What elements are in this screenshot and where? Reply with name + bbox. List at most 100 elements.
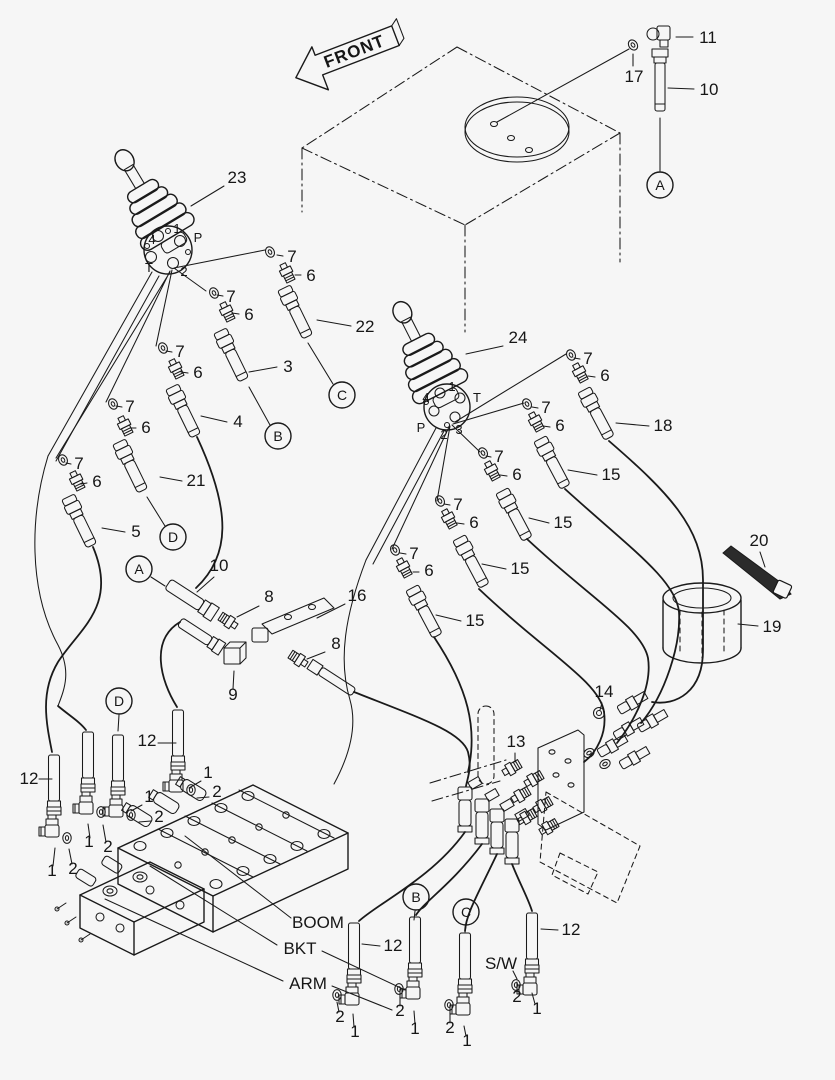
hose-10-body	[654, 62, 666, 112]
port-label: 1	[173, 221, 180, 236]
part-number: 2	[68, 859, 77, 878]
spool-body	[101, 855, 123, 874]
hose-curve	[478, 588, 606, 763]
lid-to-oring-leader	[496, 48, 630, 123]
arrow-outline	[295, 25, 400, 91]
part-number: 2	[395, 1001, 404, 1020]
view-letter-circle	[159, 523, 187, 551]
elbow-drop	[489, 798, 515, 855]
drop-band	[504, 857, 520, 865]
part-number: 12	[384, 936, 403, 955]
hose-curve	[433, 636, 473, 773]
callout-leader	[180, 371, 189, 374]
view-letter-leader	[146, 496, 166, 527]
section-leader	[184, 835, 292, 919]
plate-hole	[564, 758, 572, 764]
callout-leader	[485, 455, 492, 458]
callout-leader	[138, 820, 152, 823]
callout-leader	[216, 294, 224, 297]
port	[160, 827, 174, 839]
bracket-hole	[307, 603, 317, 611]
view-letter-circle	[105, 687, 133, 715]
part-number: 7	[125, 397, 134, 416]
callout-leader	[352, 1013, 355, 1028]
valve-spool	[121, 802, 153, 828]
callout-leader	[599, 702, 603, 711]
part-number: 10	[210, 556, 229, 575]
part-number: 7	[74, 454, 83, 473]
callout-leader	[316, 319, 352, 327]
view-letter-circle	[328, 381, 356, 409]
tee-iso-edges	[223, 641, 247, 665]
bracket-16	[251, 597, 335, 643]
drop-band	[474, 837, 490, 845]
hose-coupler	[210, 638, 227, 656]
valve-spool	[148, 789, 180, 815]
part-number: 14	[595, 682, 614, 701]
part-number: 10	[700, 80, 719, 99]
elbow-drop	[474, 788, 500, 845]
callout-leader	[159, 476, 183, 482]
callout-leader	[531, 992, 536, 1005]
hose-curve	[608, 440, 704, 704]
tee-front	[223, 647, 241, 665]
part-number: 1	[144, 787, 153, 806]
view-letter-circle	[125, 555, 153, 583]
tank-lid-rim	[464, 101, 570, 163]
view-letter-leader	[117, 714, 120, 732]
part-number: 7	[583, 349, 592, 368]
drop-band	[457, 825, 473, 833]
callout-leader	[573, 357, 581, 360]
section-split-lines	[157, 789, 335, 878]
callout-leader	[68, 848, 73, 865]
arrow-depth-edge	[391, 18, 405, 47]
port-hole	[434, 387, 446, 399]
view-letter-leader	[248, 386, 271, 426]
callout-leader	[667, 87, 695, 90]
pilot-bundle-curve	[333, 559, 367, 785]
part-number: 6	[141, 418, 150, 437]
callout-leader	[737, 623, 759, 627]
port	[290, 840, 304, 852]
valve-spool	[101, 855, 123, 874]
port-hole	[428, 405, 440, 417]
view-letter-circle	[646, 171, 674, 199]
part-number: 22	[356, 317, 375, 336]
elbow-stub	[514, 808, 530, 822]
tank-lid	[464, 96, 570, 158]
part-number: 6	[424, 561, 433, 580]
part-number: 7	[541, 398, 550, 417]
port-hole	[173, 234, 187, 248]
callout-leader	[52, 847, 56, 867]
plate-hole	[548, 749, 556, 755]
port-fan-lines	[55, 249, 266, 459]
frame-phantom-outline	[539, 791, 641, 904]
tee-block-9	[223, 641, 247, 665]
section-leader	[149, 865, 278, 946]
bracket-plate	[261, 597, 335, 635]
tank-vertical-edges	[301, 132, 621, 333]
part-number: 20	[750, 531, 769, 550]
part-number: 6	[92, 472, 101, 491]
port-hole	[144, 250, 158, 264]
part-number: 6	[306, 266, 315, 285]
part-number: 12	[562, 920, 581, 939]
part-number: 15	[511, 559, 530, 578]
valve-base-plate	[423, 383, 471, 431]
leader-lines-layer	[38, 36, 766, 1037]
callout-leader	[528, 517, 550, 524]
part-number: 6	[600, 366, 609, 385]
callout-leader	[165, 350, 173, 353]
callout-leader	[101, 527, 126, 533]
hose-curve	[195, 436, 224, 589]
part-number: 8	[264, 587, 273, 606]
part-number: 2	[154, 807, 163, 826]
part-number: 3	[283, 357, 292, 376]
port	[317, 828, 331, 840]
part-number: 7	[287, 247, 296, 266]
port-fan-lines	[391, 353, 567, 550]
